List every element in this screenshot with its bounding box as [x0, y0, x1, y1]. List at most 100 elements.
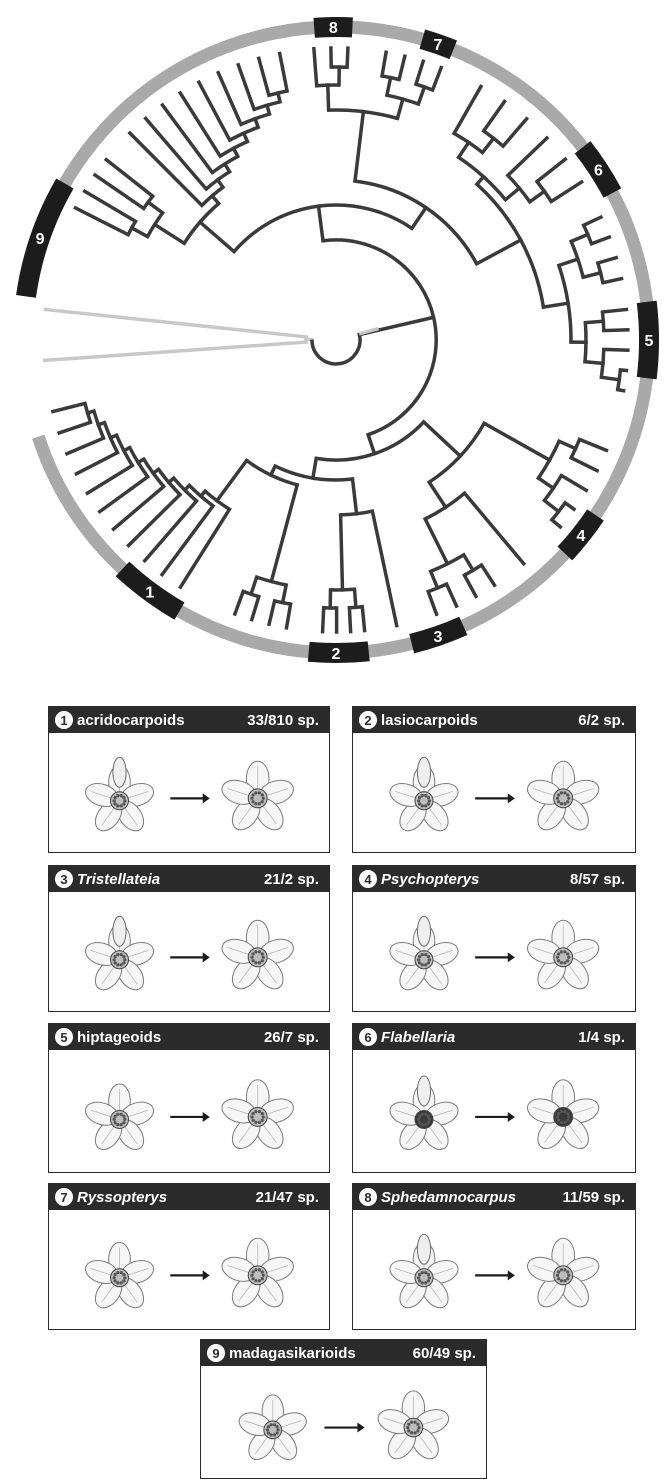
- standard-petal: [113, 916, 126, 946]
- derived-flower: [375, 1391, 452, 1464]
- tree-branch: [323, 608, 324, 632]
- tree-branch: [571, 234, 588, 241]
- outgroup-branch: [45, 342, 306, 360]
- panel-header: 6 Flabellaria 1/4 sp.: [353, 1024, 635, 1050]
- tree-arc: [349, 607, 362, 608]
- tree-branch: [114, 487, 164, 530]
- tree-branch: [484, 423, 549, 460]
- tree-branch: [584, 217, 601, 225]
- panel-illustrations: [49, 892, 329, 1011]
- ancestral-flower: [82, 1084, 156, 1154]
- tree-arc: [618, 370, 621, 390]
- panel-number: 5: [55, 1028, 73, 1046]
- tree-arc: [331, 589, 355, 590]
- tree-arc: [205, 491, 229, 509]
- tree-arc: [312, 335, 360, 364]
- tree-branch: [483, 138, 494, 152]
- tree-branch: [561, 476, 586, 491]
- tree-branch: [87, 466, 132, 494]
- species-count: 6/2 sp.: [578, 712, 625, 729]
- tree-branch: [465, 493, 524, 564]
- derived-flower: [219, 1080, 297, 1154]
- clade-label-3: 3: [433, 629, 442, 646]
- panel-2: 2 lasiocarpoids 6/2 sp.: [352, 706, 636, 853]
- tree-arc: [538, 441, 559, 478]
- tree-branch: [601, 377, 619, 380]
- tree-arc: [220, 142, 247, 157]
- standard-petal: [113, 757, 126, 787]
- panel-number: 9: [207, 1344, 225, 1362]
- tree-arc: [275, 601, 291, 604]
- panel-title: Sphedamnocarpus: [381, 1189, 562, 1206]
- panel-number: 8: [359, 1188, 377, 1206]
- species-count: 60/49 sp.: [413, 1345, 476, 1362]
- tree-branch: [181, 509, 230, 587]
- tree-branch: [355, 112, 363, 182]
- clade-label-5: 5: [645, 333, 654, 350]
- arrowhead-icon: [203, 1112, 210, 1122]
- tree-branch: [53, 403, 85, 411]
- tree-branch: [341, 515, 343, 590]
- panel-illustrations: [353, 1050, 635, 1172]
- species-count: 33/810 sp.: [247, 712, 319, 729]
- tree-arc: [601, 349, 603, 377]
- tree-branch: [506, 188, 520, 200]
- panel-title: lasiocarpoids: [381, 712, 578, 729]
- derived-flower: [524, 1080, 602, 1154]
- tree-branch: [429, 482, 446, 507]
- panel-1: 1 acridocarpoids 33/810 sp.: [48, 706, 330, 853]
- species-count: 8/57 sp.: [570, 871, 625, 888]
- tree-arc: [464, 565, 481, 575]
- tree-branch: [155, 225, 185, 244]
- tree-branch: [355, 589, 356, 607]
- panel-title: Tristellateia: [77, 871, 264, 888]
- tree-branch: [530, 191, 545, 202]
- tree-arc: [508, 175, 530, 201]
- panel-7: 7 Ryssopterys 21/47 sp.: [48, 1183, 330, 1330]
- panel-illustrations: [353, 1210, 635, 1329]
- panel-number: 4: [359, 870, 377, 888]
- clade-label-4: 4: [577, 528, 586, 545]
- tree-arc: [552, 503, 565, 520]
- ancestral-flower: [387, 757, 461, 835]
- tree-branch: [217, 461, 247, 501]
- tree-branch: [508, 138, 547, 175]
- standard-petal: [417, 757, 430, 787]
- tree-branch: [235, 591, 243, 614]
- tree-branch: [538, 478, 553, 488]
- tree-branch: [603, 310, 627, 313]
- tree-arc: [431, 555, 464, 572]
- tree-branch: [259, 58, 269, 95]
- arrowhead-icon: [203, 793, 210, 803]
- tree-branch: [464, 555, 473, 570]
- tree-branch: [544, 501, 558, 512]
- tree-branch: [454, 87, 481, 134]
- tree-branch: [551, 182, 581, 202]
- tree-arc: [323, 240, 436, 435]
- species-count: 11/59 sp.: [562, 1189, 625, 1206]
- ancestral-flower: [387, 916, 461, 994]
- tree-branch: [592, 237, 610, 244]
- ancestral-flower: [236, 1395, 309, 1465]
- tree-branch: [145, 501, 197, 561]
- tree-branch: [503, 119, 526, 146]
- tree-branch: [559, 441, 575, 448]
- clade-label-1: 1: [145, 585, 154, 602]
- tree-branch: [362, 607, 364, 631]
- panel-header: 1 acridocarpoids 33/810 sp.: [49, 707, 329, 733]
- species-count: 1/4 sp.: [578, 1029, 625, 1046]
- panel-6: 6 Flabellaria 1/4 sp.: [352, 1023, 636, 1173]
- tree-branch: [543, 303, 568, 307]
- tree-branch: [314, 49, 317, 86]
- tree-arc: [425, 493, 464, 519]
- tree-branch: [67, 438, 104, 454]
- derived-flower: [524, 761, 602, 835]
- tree-branch: [477, 240, 521, 264]
- tree-branch: [431, 571, 438, 588]
- tree-branch: [459, 142, 469, 157]
- tree-branch: [398, 99, 403, 118]
- panel-header: 5 hiptageoids 26/7 sp.: [49, 1024, 329, 1050]
- ancestral-flower: [387, 1076, 461, 1154]
- ancestral-flower: [82, 916, 156, 994]
- tree-arc: [585, 323, 586, 362]
